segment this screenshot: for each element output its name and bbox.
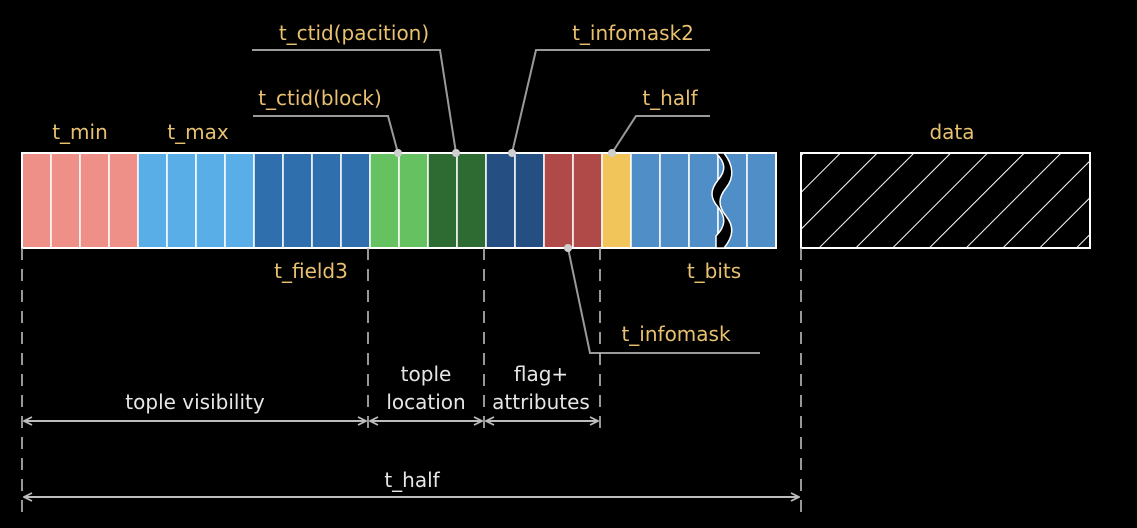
cell-t-field3 [340, 152, 371, 249]
label-t-min: t_min [52, 120, 108, 144]
cell-t-min [21, 152, 52, 249]
cell-t-ctid-pacition- [456, 152, 487, 249]
cell-t-bits [746, 152, 777, 249]
label-data: data [929, 120, 974, 144]
label-t-ctid-pacition: t_ctid(pacition) [279, 21, 429, 45]
caption-flag-line1: flag+ [514, 362, 568, 386]
cell-t-infomask2 [514, 152, 545, 249]
label-t-field3: t_field3 [274, 259, 348, 283]
label-t-ctid-block: t_ctid(block) [258, 86, 382, 110]
caption-tople-location-line1: tople [401, 362, 452, 386]
leader-dots [394, 149, 616, 252]
cell-t-infomask2 [485, 152, 516, 249]
data-block [800, 152, 1091, 249]
span-arrows [24, 421, 799, 497]
label-t-infomask2: t_infomask2 [572, 21, 694, 45]
label-t-bits: t_bits [687, 259, 741, 283]
tuple-cell-bar [21, 152, 777, 249]
cell-t-max [137, 152, 168, 249]
break-wave [711, 152, 733, 249]
cell-t-half [601, 152, 632, 249]
label-t-half-top: t_half [642, 86, 698, 110]
cell-t-min [50, 152, 81, 249]
label-t-infomask: t_infomask [621, 322, 731, 346]
leader-t-half [611, 115, 710, 154]
cell-t-ctid-pacition- [427, 152, 458, 249]
caption-flag-line2: attributes [492, 390, 590, 414]
leader-t-ctid-block [253, 115, 399, 154]
cell-t-field3 [311, 152, 342, 249]
leader-t-infomask2 [511, 49, 710, 154]
cell-t-min [79, 152, 110, 249]
cell-t-field3 [253, 152, 284, 249]
leader-t-infomask [567, 247, 760, 354]
label-t-max: t_max [167, 120, 229, 144]
cell-t-max [224, 152, 255, 249]
caption-tople-location-line2: location [386, 390, 465, 414]
cell-t-bits [630, 152, 661, 249]
dashed-guides [21, 248, 802, 520]
leader-lines [252, 49, 760, 354]
cell-t-max [195, 152, 226, 249]
cell-t-bits [659, 152, 690, 249]
cell-t-min [108, 152, 139, 249]
cell-t-max [166, 152, 197, 249]
leader-t-ctid-pacition [252, 49, 457, 154]
caption-tople-visibility: tople visibility [125, 390, 265, 414]
caption-t-half-bottom: t_half [384, 468, 440, 492]
cell-t-field3 [282, 152, 313, 249]
cell-t-infomask [543, 152, 574, 249]
cell-t-ctid-block- [369, 152, 400, 249]
cell-t-ctid-block- [398, 152, 429, 249]
cell-t-infomask [572, 152, 603, 249]
